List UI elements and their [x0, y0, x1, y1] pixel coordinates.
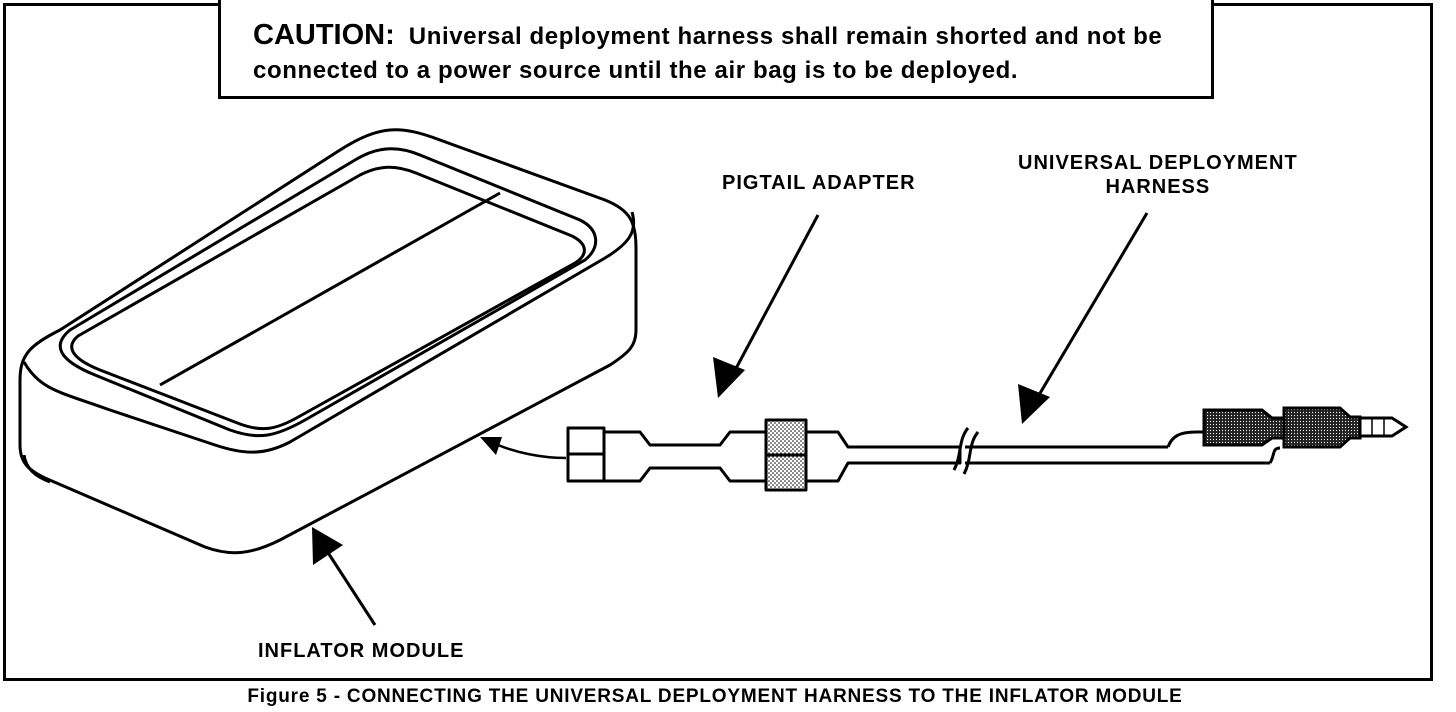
- harness-label-line1: UNIVERSAL DEPLOYMENT: [1018, 152, 1298, 174]
- universal-deployment-harness-illustration: [952, 406, 1409, 475]
- harness-leader-arrow: [1018, 212, 1149, 424]
- inflator-module-label: INFLATOR MODULE: [258, 640, 465, 662]
- caution-message: Universal deployment harness shall remai…: [253, 23, 1163, 84]
- figure-caption: Figure 5 - CONNECTING THE UNIVERSAL DEPL…: [247, 686, 1183, 707]
- caution-heading: CAUTION:: [253, 19, 395, 51]
- figure-frame: [3, 3, 1433, 681]
- harness-label-line2: HARNESS: [1105, 176, 1211, 198]
- pigtail-adapter-illustration: [566, 418, 962, 492]
- harness-label: UNIVERSAL DEPLOYMENT HARNESS: [1018, 151, 1298, 199]
- caution-box: CAUTION:Universal deployment harness sha…: [218, 0, 1214, 99]
- caution-text: CAUTION:Universal deployment harness sha…: [253, 18, 1193, 88]
- pigtail-leader-arrow: [713, 214, 820, 398]
- connection-arrow: [480, 437, 567, 460]
- inflator-leader-arrow: [312, 527, 377, 626]
- inflator-module-illustration: [18, 128, 638, 555]
- pigtail-adapter-label: PIGTAIL ADAPTER: [722, 172, 916, 194]
